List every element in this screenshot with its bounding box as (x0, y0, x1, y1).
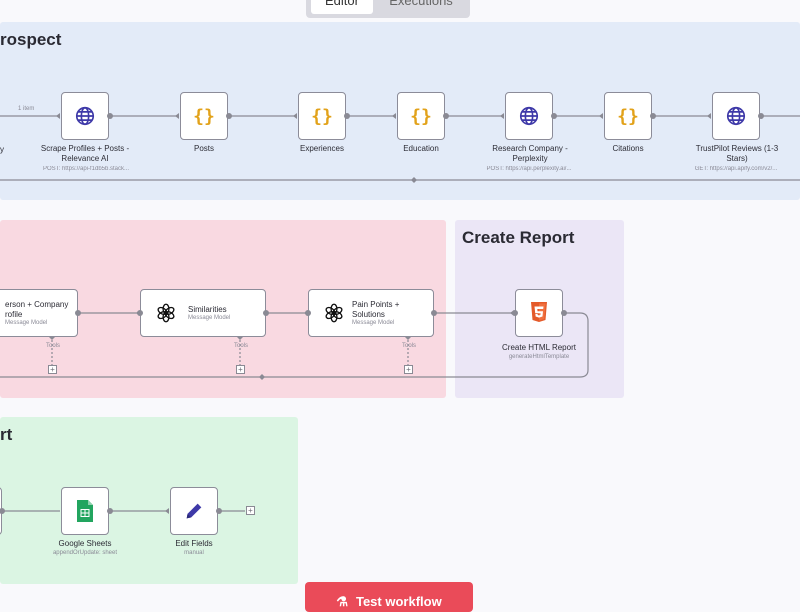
node-similarities[interactable]: Similarities Message Model (140, 289, 266, 337)
node-trustpilot-reviews[interactable] (712, 92, 760, 140)
tab-editor[interactable]: Editor (311, 0, 373, 14)
tools-label: Tools (46, 343, 61, 349)
output-port[interactable] (107, 508, 113, 514)
sticky-note-export[interactable] (0, 417, 298, 584)
output-port[interactable] (226, 113, 232, 119)
output-port[interactable] (551, 113, 557, 119)
node-posts-title: Posts (193, 144, 214, 153)
node-scrape-profiles-title: Scrape Profiles + Posts - Relevance AI (40, 144, 130, 163)
arrow-head (392, 113, 396, 119)
output-port[interactable] (758, 113, 764, 119)
curly-braces-icon: {} (617, 105, 639, 127)
loop-midpoint-marker (411, 177, 417, 183)
node-trustpilot-reviews-title: TrustPilot Reviews (1-3 Stars) (695, 144, 779, 163)
edge-item-count: 1 item (18, 106, 35, 112)
tab-executions[interactable]: Executions (389, 0, 453, 8)
sticky-note-prospect-title: rospect (0, 30, 62, 49)
flask-icon: ⚗ (336, 594, 348, 609)
input-port[interactable] (137, 310, 143, 316)
openai-icon (157, 303, 175, 323)
output-port[interactable] (107, 113, 113, 119)
node-edit-fields[interactable] (170, 487, 218, 535)
node-pain-points-title: Pain Points + Solutions (352, 300, 400, 319)
node-similarities-subtitle: Message Model (188, 315, 231, 321)
output-port[interactable] (443, 113, 449, 119)
globe-icon (519, 106, 539, 126)
arrow-head (707, 113, 711, 119)
pencil-icon (186, 503, 202, 519)
loop-back-connection (0, 312, 589, 378)
node-posts[interactable]: {} (180, 92, 228, 140)
curly-braces-icon: {} (193, 105, 215, 127)
loop-midpoint-marker (259, 374, 265, 380)
test-workflow-button[interactable]: ⚗ Test workflow (305, 582, 473, 612)
arrow-head (293, 113, 297, 119)
output-port[interactable] (216, 508, 222, 514)
output-port[interactable] (263, 310, 269, 316)
output-port[interactable] (75, 310, 81, 316)
node-similarities-title: Similarities (188, 305, 227, 314)
node-person-company-profile[interactable]: erson + Company rofile Message Model (0, 289, 78, 337)
node-trustpilot-reviews-subtitle: GET: https://api.apify.com/v2/... (694, 166, 778, 172)
add-node-button[interactable]: + (246, 506, 255, 515)
node-google-sheets-title: Google Sheets (58, 539, 112, 548)
node-education[interactable]: {} (397, 92, 445, 140)
node-edit-fields-title: Edit Fields (175, 539, 213, 548)
node-scrape-profiles-subtitle: POST: https://api-f1db5b.stack... (42, 166, 130, 172)
arrow-head (500, 113, 504, 119)
curly-braces-icon: {} (311, 105, 333, 127)
add-tool-button[interactable]: + (236, 365, 245, 374)
node-citations-title: Citations (612, 144, 644, 153)
node-create-html-report-title: Create HTML Report (502, 343, 576, 352)
node-edit-fields-subtitle: manual (184, 550, 204, 556)
node-label-partial: y (0, 145, 4, 154)
openai-icon (325, 303, 343, 323)
tools-label: Tools (402, 343, 417, 349)
globe-icon (726, 106, 746, 126)
node-pain-points-subtitle: Message Model (352, 320, 395, 326)
sticky-note-create-report-title: Create Report (462, 228, 575, 247)
node-research-company-title: Research Company - Perplexity (492, 144, 568, 163)
add-tool-button[interactable]: + (48, 365, 57, 374)
sticky-note-export-title: rt (0, 425, 13, 444)
arrow-head (599, 113, 603, 119)
google-sheets-icon (77, 500, 93, 522)
globe-icon (75, 106, 95, 126)
arrow-head (165, 508, 169, 514)
input-port[interactable] (512, 310, 518, 316)
node-person-company-profile-subtitle: Message Model (5, 320, 48, 326)
tools-label: Tools (234, 343, 249, 349)
add-tool-button[interactable]: + (404, 365, 413, 374)
html5-icon (531, 302, 547, 322)
arrow-head (56, 113, 60, 119)
output-port[interactable] (561, 310, 567, 316)
test-workflow-label: Test workflow (355, 594, 442, 609)
node-citations[interactable]: {} (604, 92, 652, 140)
node-research-company-subtitle: POST: https://api.perplexity.ai/... (486, 166, 572, 172)
output-port[interactable] (0, 508, 5, 514)
arrow-head (175, 113, 179, 119)
node-create-html-report-subtitle: generateHtmlTemplate (508, 354, 570, 360)
curly-braces-icon: {} (410, 105, 432, 127)
output-port[interactable] (431, 310, 437, 316)
output-port[interactable] (344, 113, 350, 119)
node-scrape-profiles[interactable] (61, 92, 109, 140)
input-port[interactable] (305, 310, 311, 316)
node-experiences[interactable]: {} (298, 92, 346, 140)
node-person-company-profile-title: erson + Company rofile (5, 300, 69, 319)
output-port[interactable] (650, 113, 656, 119)
node-google-sheets-subtitle: appendOrUpdate: sheet (52, 550, 118, 556)
node-education-title: Education (403, 144, 439, 153)
node-create-html-report[interactable] (515, 289, 563, 337)
node-google-sheets[interactable] (61, 487, 109, 535)
node-pain-points[interactable]: Pain Points + Solutions Message Model (308, 289, 434, 337)
node-experiences-title: Experiences (299, 144, 345, 153)
node-research-company[interactable] (505, 92, 553, 140)
